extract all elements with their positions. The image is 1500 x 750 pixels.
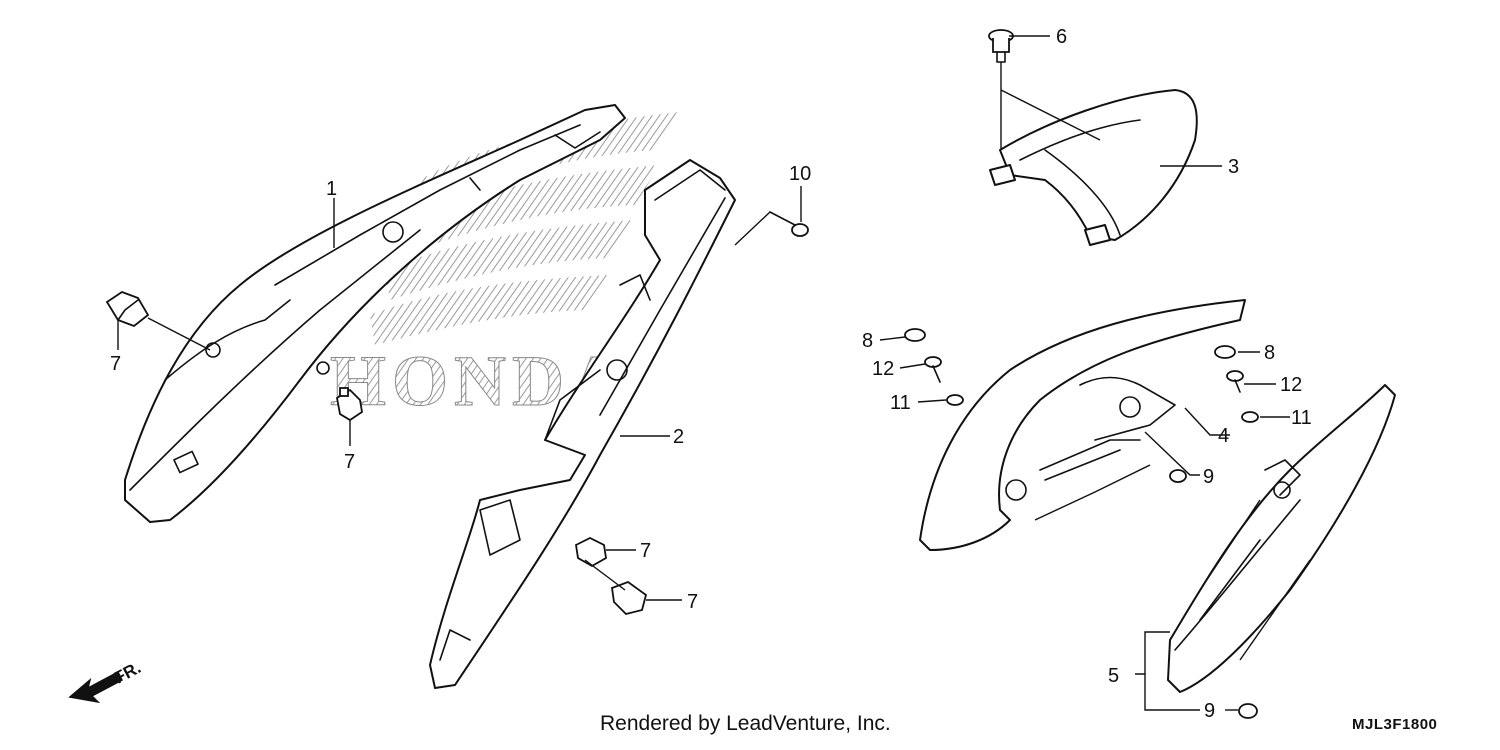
part-5-rear-cover (1167, 384, 1396, 693)
part-3-seat-cowl (989, 89, 1198, 246)
clip-7-middle (575, 536, 607, 568)
leader-lines (117, 35, 1311, 711)
callout-10: 10 (789, 163, 811, 185)
bolt-12-right (1226, 370, 1244, 393)
callout-6: 6 (1056, 26, 1067, 48)
callout-11-left: 11 (890, 392, 911, 414)
callout-12-right: 12 (1280, 374, 1302, 396)
bolt-12-left (924, 356, 942, 383)
diagram-code: MJL3F1800 (1352, 716, 1438, 733)
callout-3: 3 (1228, 156, 1239, 178)
part-4-grab-rail (919, 299, 1246, 551)
part-1-left-side-cover (124, 104, 626, 523)
callout-9-upper: 9 (1203, 466, 1214, 488)
front-direction-arrow: FR. (68, 658, 144, 704)
clip-7-upper-left (105, 290, 150, 328)
callout-4: 4 (1218, 425, 1229, 447)
screw-10 (769, 211, 809, 237)
callout-8-left: 8 (862, 330, 873, 352)
part-2-right-side-cover (429, 159, 736, 689)
screw-9-upper (1169, 469, 1187, 483)
callout-7-lower: 7 (687, 591, 698, 613)
callout-2: 2 (673, 426, 684, 448)
callout-5: 5 (1108, 665, 1119, 687)
callout-7-middle: 7 (640, 540, 651, 562)
screw-9-lower (1238, 703, 1258, 719)
callout-1: 1 (326, 178, 337, 200)
washer-11-left (946, 394, 964, 406)
washer-11-right (1241, 411, 1259, 423)
clip-7-lower (611, 580, 648, 615)
render-credit: Rendered by LeadVenture, Inc. (600, 712, 891, 735)
callout-11-right: 11 (1291, 407, 1312, 429)
grommet-8-right (1214, 345, 1236, 359)
callout-9-lower: 9 (1204, 700, 1215, 722)
clip-7-center-left (336, 387, 363, 422)
grommet-8-left (904, 328, 926, 342)
screw-6 (988, 29, 1014, 63)
callout-7-upper-left: 7 (110, 353, 121, 375)
callout-12-left: 12 (872, 358, 894, 380)
callout-7-center-left: 7 (344, 451, 355, 473)
callout-8-right: 8 (1264, 342, 1275, 364)
